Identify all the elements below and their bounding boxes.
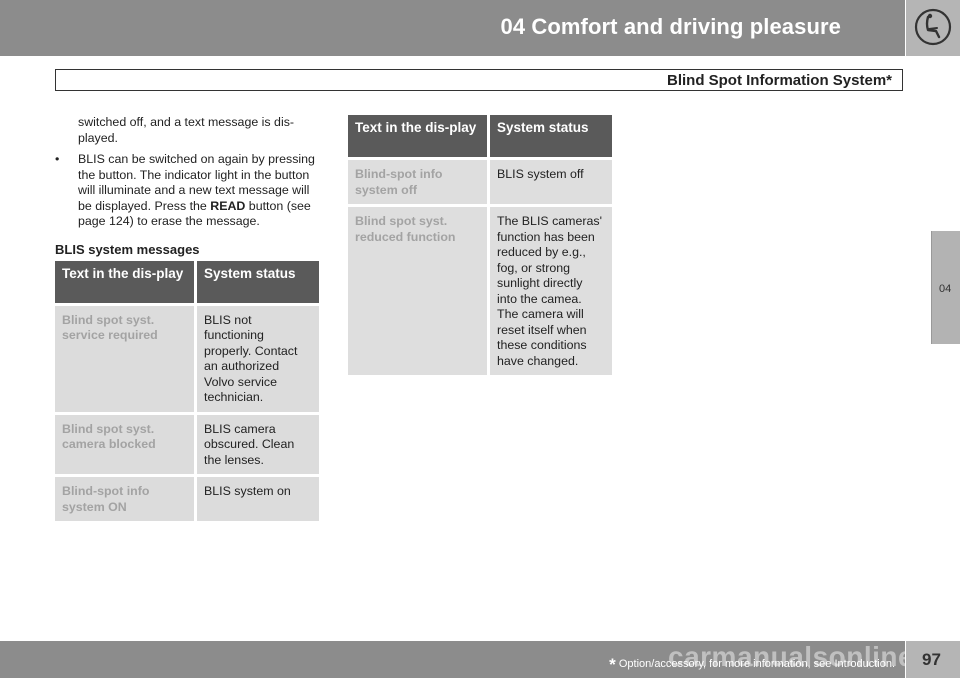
table-header-row: Text in the dis-play System status bbox=[348, 115, 612, 160]
table-row: Blind spot syst. reduced function The BL… bbox=[348, 207, 612, 378]
footer-bar: * Option/accessory, for more information… bbox=[0, 641, 905, 678]
bullet-text-after: button (see page 124) to erase the messa… bbox=[78, 198, 311, 229]
header-system-status: System status bbox=[197, 260, 319, 306]
status-cell: BLIS system off bbox=[490, 160, 612, 207]
status-cell: BLIS system on bbox=[197, 477, 319, 524]
seat-icon bbox=[914, 8, 952, 46]
header-system-status: System status bbox=[490, 115, 612, 160]
display-text-cell: Blind spot syst. service required bbox=[55, 305, 197, 415]
section-title-box: Blind Spot Information System* bbox=[55, 69, 903, 91]
table-row: Blind spot syst. service required BLIS n… bbox=[55, 305, 319, 415]
continuation-text: switched off, and a text message is dis-… bbox=[78, 115, 295, 145]
bullet-text: BLIS can be switched on again by pressin… bbox=[78, 152, 320, 230]
chapter-title: 04 Comfort and driving pleasure bbox=[500, 14, 841, 39]
status-cell: BLIS not functioning properly. Contact a… bbox=[197, 305, 319, 415]
footer-star: * bbox=[609, 655, 616, 674]
header-display-text: Text in the dis-play bbox=[55, 260, 197, 306]
left-column: switched off, and a text message is dis-… bbox=[55, 115, 320, 524]
header-bar: 04 Comfort and driving pleasure bbox=[0, 0, 905, 56]
bullet-item: • BLIS can be switched on again by press… bbox=[55, 152, 320, 230]
right-column: Text in the dis-play System status Blind… bbox=[348, 115, 612, 378]
page-number: 97 bbox=[922, 650, 941, 669]
header-icon-box bbox=[906, 0, 960, 56]
footer-note-text: Option/accessory, for more information, … bbox=[615, 658, 895, 670]
status-cell: BLIS camera obscured. Clean the lenses. bbox=[197, 414, 319, 477]
table-header-row: Text in the dis-play System status bbox=[55, 260, 319, 306]
footer-note: * Option/accessory, for more information… bbox=[609, 655, 895, 675]
display-text-cell: Blind spot syst. camera blocked bbox=[55, 414, 197, 477]
chapter-side-tab-label: 04 bbox=[939, 283, 952, 295]
bullet-text-before: BLIS can be switched on again by pressin… bbox=[78, 152, 315, 213]
subheading: BLIS system messages bbox=[55, 241, 200, 257]
display-text-cell: Blind-spot info system off bbox=[348, 160, 490, 207]
status-cell: The BLIS cameras' function has been redu… bbox=[490, 207, 612, 378]
display-text-cell: Blind spot syst. reduced function bbox=[348, 207, 490, 378]
bullet-mark: • bbox=[55, 152, 60, 166]
table-row: Blind spot syst. camera blocked BLIS cam… bbox=[55, 414, 319, 477]
messages-table-left: Text in the dis-play System status Blind… bbox=[55, 260, 319, 524]
table-row: Blind-spot info system ON BLIS system on bbox=[55, 477, 319, 524]
display-text-cell: Blind-spot info system ON bbox=[55, 477, 197, 524]
messages-table-right: Text in the dis-play System status Blind… bbox=[348, 115, 612, 378]
chapter-side-tab[interactable]: 04 bbox=[931, 231, 960, 344]
page-number-box: 97 bbox=[906, 641, 960, 678]
read-button-label: READ bbox=[210, 198, 246, 213]
header-display-text: Text in the dis-play bbox=[348, 115, 490, 160]
section-title: Blind Spot Information System* bbox=[666, 72, 892, 89]
table-row: Blind-spot info system off BLIS system o… bbox=[348, 160, 612, 207]
